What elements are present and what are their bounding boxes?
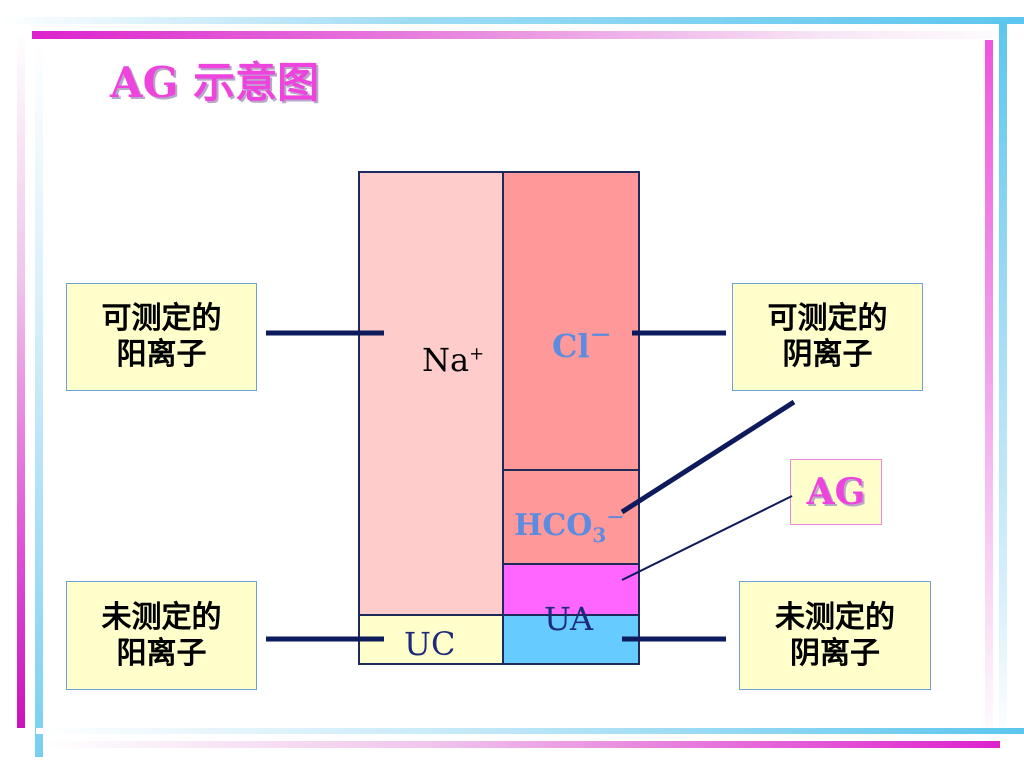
unmeasured-anion-box: 未测定的 阴离子	[739, 581, 931, 690]
measurable-anion-line2: 阴离子	[782, 337, 873, 372]
na-charge: +	[469, 343, 485, 365]
slide-title: AG 示意图	[110, 58, 320, 107]
frame-top-magenta-bar	[32, 31, 1024, 39]
ua-block	[502, 614, 640, 665]
hco3-connector	[620, 399, 796, 515]
cl-charge: －	[589, 323, 612, 349]
measurable-cation-box: 可测定的 阳离子	[66, 283, 257, 391]
hco3-block	[502, 469, 640, 565]
na-block	[358, 171, 504, 616]
hco3-label: HCO3－	[514, 508, 625, 547]
hco3-charge: －	[606, 508, 625, 529]
unmeasured-cation-line1: 未测定的	[101, 599, 222, 635]
frame-right-magenta-bar	[985, 40, 993, 750]
na-label: Na+	[422, 341, 485, 379]
measurable-anion-box: 可测定的 阴离子	[732, 283, 923, 391]
ag-connector	[621, 495, 793, 581]
hco3-subscript: 3	[592, 523, 607, 547]
uc-label: UC	[404, 625, 456, 663]
measurable-anion-line1: 可测定的	[767, 301, 888, 336]
unmeasured-cation-line2: 阳离子	[116, 635, 207, 671]
frame-left-magenta-bar	[17, 30, 25, 728]
cl-label: Cl－	[552, 323, 612, 365]
cl-block	[502, 171, 640, 471]
unmeasured-cation-box: 未测定的 阳离子	[66, 581, 257, 690]
ag-label-box: AG	[790, 459, 882, 525]
ag-block	[502, 563, 640, 616]
ua-label: UA	[544, 600, 594, 638]
measurable-cation-line1: 可测定的	[101, 301, 222, 336]
unmeasured-anion-line1: 未测定的	[775, 599, 895, 635]
frame-top-cyan-bar	[0, 17, 1024, 24]
frame-bottom-magenta-bar	[46, 741, 1000, 748]
unmeasured-anion-line2: 阴离子	[790, 635, 880, 671]
frame-left-cyan-bar	[35, 40, 43, 757]
measurable-cation-line2: 阳离子	[116, 337, 207, 372]
frame-right-cyan-bar	[999, 22, 1007, 740]
frame-bottom-cyan-bar	[36, 728, 1024, 734]
